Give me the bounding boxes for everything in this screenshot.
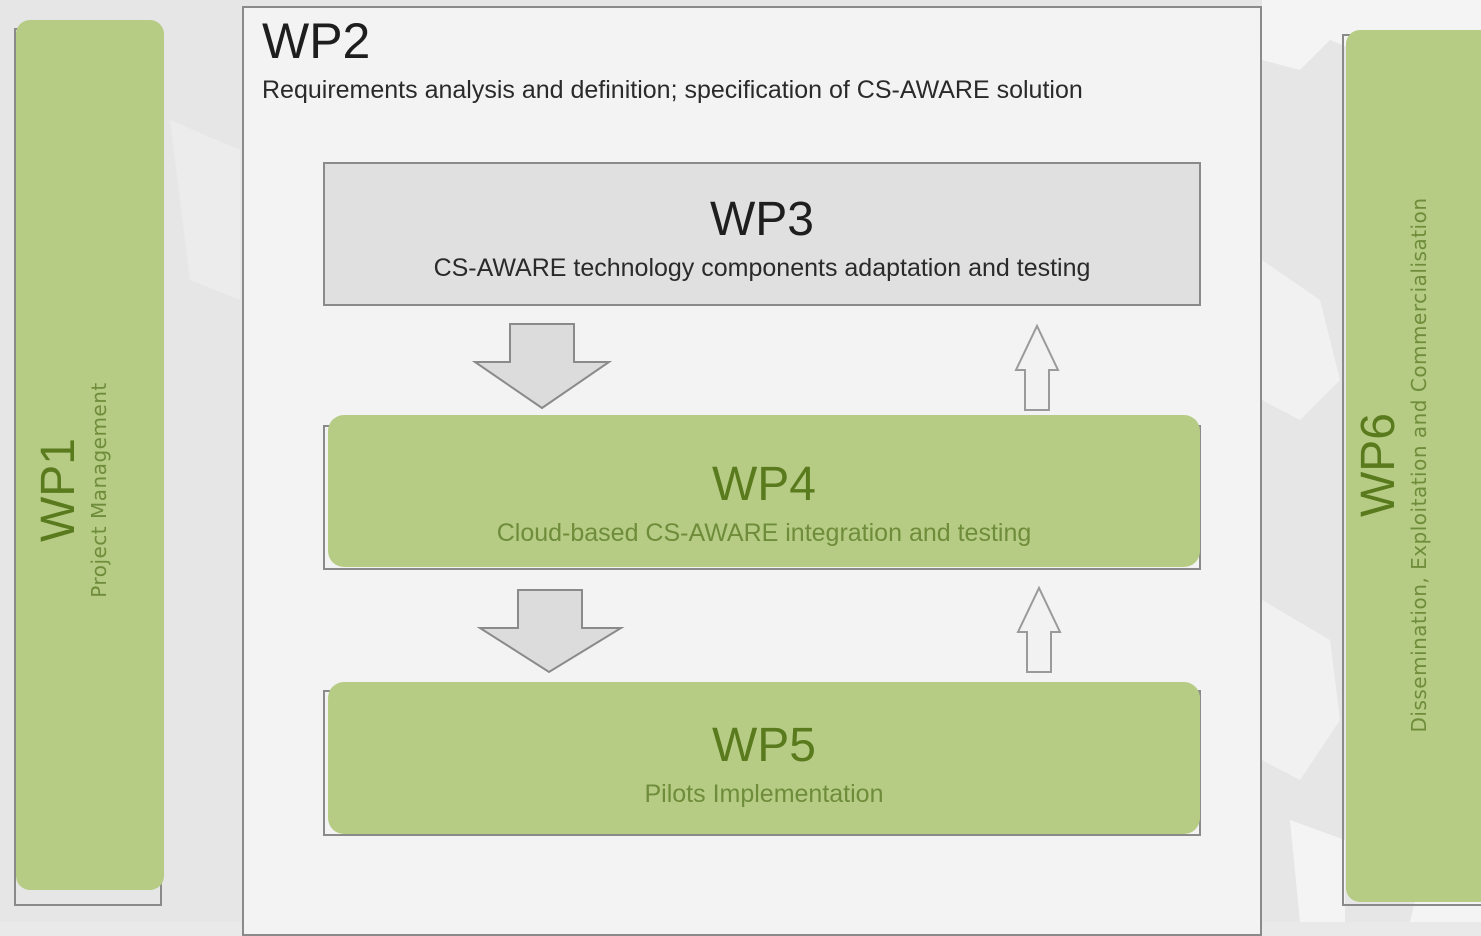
wp2-title: WP2 (262, 13, 371, 69)
wp5-subtitle: Pilots Implementation (644, 780, 884, 808)
wp6-card (1346, 30, 1481, 902)
wp1-label: WP1 Project Management (32, 290, 145, 690)
up-arrow-icon (1016, 585, 1062, 673)
wp1-subtitle: Project Management (87, 382, 111, 598)
wp1-card (16, 20, 164, 890)
wp6-title: WP6 (1352, 413, 1405, 518)
wp3-subtitle: CS-AWARE technology components adaptatio… (433, 254, 1091, 282)
wp5-box: WP5 Pilots Implementation (328, 682, 1200, 834)
wp2-subtitle: Requirements analysis and definition; sp… (262, 76, 1083, 104)
wp6-label: WP6 Dissemination, Exploitation and Comm… (1352, 125, 1465, 805)
wp4-title: WP4 (711, 458, 816, 511)
wp3-box: WP3 CS-AWARE technology components adapt… (323, 162, 1201, 306)
wp4-box: WP4 Cloud-based CS-AWARE integration and… (328, 415, 1200, 567)
wp5-title: WP5 (711, 719, 816, 772)
down-arrow-icon (476, 589, 625, 674)
wp1-title: WP1 (32, 438, 85, 543)
up-arrow-icon (1014, 323, 1060, 411)
wp4-subtitle: Cloud-based CS-AWARE integration and tes… (496, 519, 1032, 547)
wp3-title: WP3 (709, 193, 814, 246)
down-arrow-icon (471, 323, 613, 410)
wp6-subtitle: Dissemination, Exploitation and Commerci… (1407, 197, 1431, 733)
